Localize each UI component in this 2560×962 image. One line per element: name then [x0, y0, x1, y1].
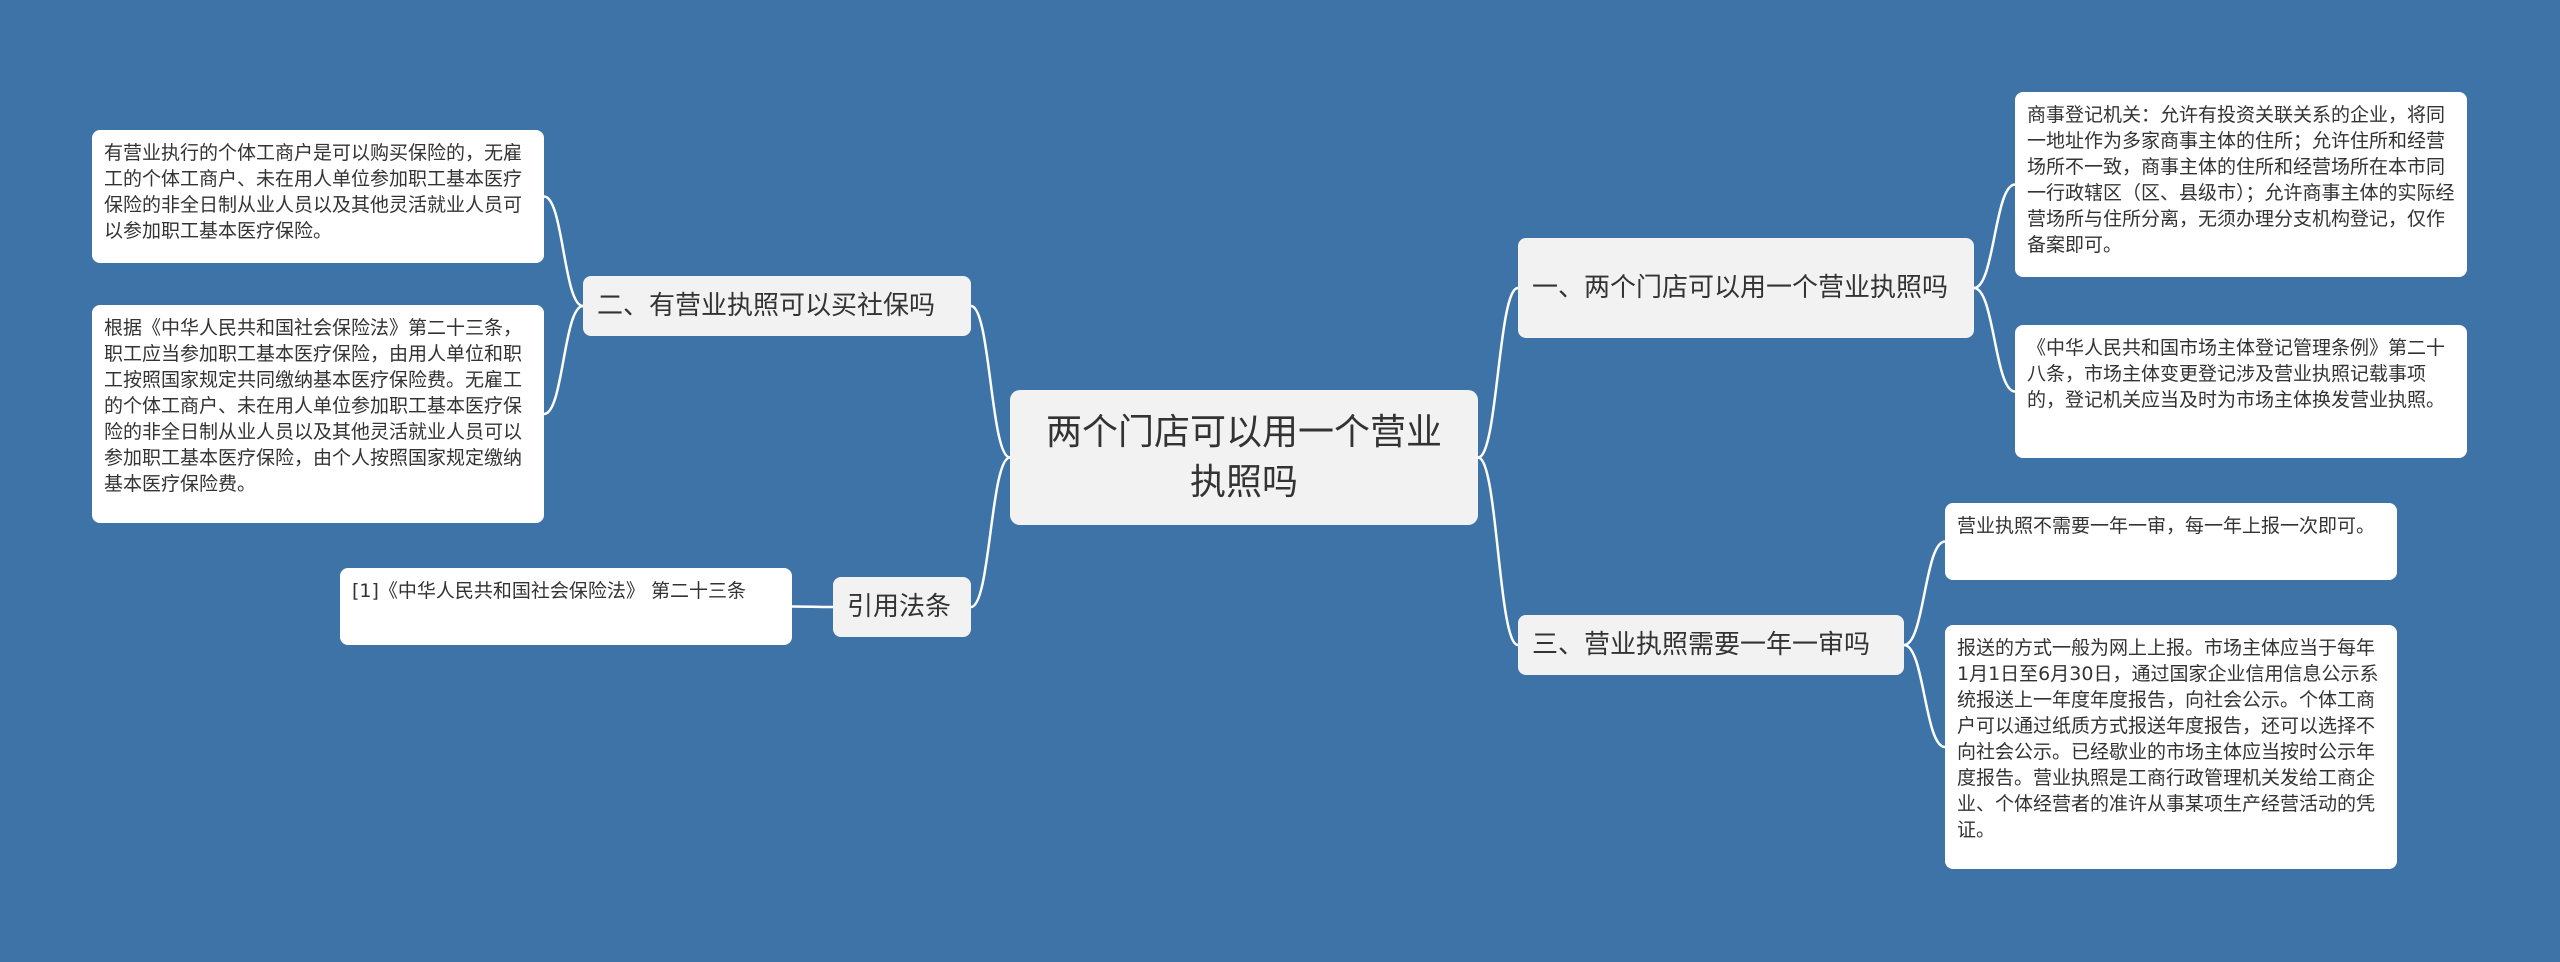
leaf-left-2-1[interactable]: [1]《中华人民共和国社会保险法》 第二十三条: [340, 568, 792, 645]
leaf-right-1-1[interactable]: 商事登记机关：允许有投资关联关系的企业，将同一地址作为多家商事主体的住所；允许住…: [2015, 92, 2467, 277]
branch-right-2[interactable]: 三、营业执照需要一年一审吗: [1518, 615, 1904, 675]
leaf-left-1-1[interactable]: 有营业执行的个体工商户是可以购买保险的，无雇工的个体工商户、未在用人单位参加职工…: [92, 130, 544, 263]
connector-branch-left-1-leaf-left-1-2: [543, 304, 584, 416]
connector-root-topic-branch-left-1: [970, 304, 1011, 459]
connector-root-topic-branch-right-1: [1477, 286, 1519, 459]
branch-left-2[interactable]: 引用法条: [833, 577, 971, 637]
connector-branch-right-2-leaf-right-2-2: [1903, 643, 1946, 749]
leaf-right-2-2[interactable]: 报送的方式一般为网上上报。市场主体应当于每年1月1日至6月30日，通过国家企业信…: [1945, 625, 2397, 869]
leaf-left-1-2[interactable]: 根据《中华人民共和国社会保险法》第二十三条，职工应当参加职工基本医疗保险，由用人…: [92, 305, 544, 523]
connector-branch-left-1-leaf-left-1-1: [543, 195, 584, 308]
leaf-right-1-2[interactable]: 《中华人民共和国市场主体登记管理条例》第二十八条，市场主体变更登记涉及营业执照记…: [2015, 325, 2467, 458]
connector-root-topic-branch-left-2: [970, 456, 1011, 609]
branch-right-1[interactable]: 一、两个门店可以用一个营业执照吗: [1518, 238, 1974, 338]
branch-left-1[interactable]: 二、有营业执照可以买社保吗: [583, 276, 971, 336]
connector-root-topic-branch-right-2: [1477, 456, 1519, 647]
connector-branch-left-2-leaf-left-2-1: [791, 605, 834, 609]
connector-branch-right-2-leaf-right-2-1: [1903, 540, 1946, 647]
root-topic[interactable]: 两个门店可以用一个营业执照吗: [1010, 390, 1478, 525]
connector-branch-right-1-leaf-right-1-1: [1973, 183, 2016, 290]
connector-branch-right-1-leaf-right-1-2: [1973, 286, 2016, 393]
leaf-right-2-1[interactable]: 营业执照不需要一年一审，每一年上报一次即可。: [1945, 503, 2397, 580]
